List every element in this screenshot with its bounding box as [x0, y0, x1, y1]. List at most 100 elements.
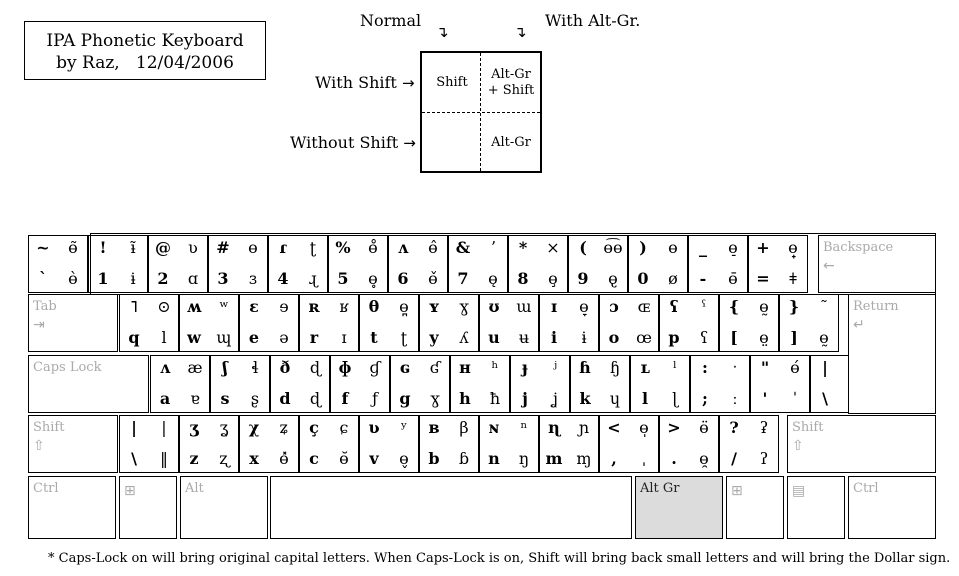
key[interactable]: }˜]ɵ̰	[779, 294, 839, 352]
key-glyph-bl: h	[459, 389, 471, 408]
key-glyph-bl: e	[248, 328, 260, 347]
backspace-label: Backspace	[823, 240, 894, 255]
alt-key[interactable]: Alt	[180, 476, 268, 539]
tab-label: Tab	[33, 299, 57, 314]
backspace-icon: ←	[823, 258, 835, 274]
shift-left-key[interactable]: Shift⇧	[28, 415, 118, 473]
key[interactable]: _ɵ̠-ɵ̄	[688, 235, 748, 293]
key[interactable]: "ɵ́'ˈ	[750, 355, 810, 413]
footnote: * Caps-Lock on will bring original capit…	[48, 551, 951, 566]
key-glyph-br: ʂ	[250, 389, 260, 408]
key-glyph-tr: ˁ	[701, 297, 707, 316]
ctrl-right-key[interactable]: Ctrl	[848, 476, 936, 539]
key-glyph-tl: ʌ	[397, 238, 409, 257]
key-glyph-tl: %	[335, 238, 351, 257]
key[interactable]: ~ɵ̃`ɵ̀	[28, 235, 88, 293]
menu-key[interactable]: ▤	[787, 476, 845, 539]
return-key[interactable]: Return↵	[848, 294, 936, 414]
key-glyph-tl: #	[216, 238, 230, 257]
key-glyph-tl: ɔ	[609, 297, 619, 316]
key-glyph-bl: p	[668, 328, 680, 347]
key-glyph-bl: l	[641, 389, 649, 408]
windows-left-key[interactable]: ⊞	[119, 476, 177, 539]
key-glyph-tl: @	[155, 238, 171, 257]
alt-gr-key[interactable]: Alt Gr	[635, 476, 723, 539]
shift-right-key[interactable]: Shift⇧	[787, 415, 936, 473]
key[interactable]: ?ʡ/ʔ	[719, 415, 779, 473]
key-glyph-tr: ˜	[820, 297, 828, 316]
legend-normal-label: Normal	[360, 11, 422, 30]
key-glyph-br: ɨ	[581, 328, 587, 347]
alt-gr-label: Alt Gr	[640, 481, 680, 496]
arrow-down-icon: ↴	[436, 23, 449, 41]
backspace-key[interactable]: Backspace ←	[818, 235, 936, 293]
ctrl-left-key[interactable]: Ctrl	[28, 476, 116, 539]
key-glyph-tl: ~	[36, 238, 50, 257]
key-glyph-tl: θ	[368, 297, 380, 316]
key-glyph-tl: ʍ	[186, 297, 202, 316]
tab-key[interactable]: Tab⇥	[28, 294, 118, 352]
key-glyph-tr: ɲ	[578, 418, 590, 437]
key-glyph-tr: ʁ	[339, 297, 349, 316]
key[interactable]: {ɵ̰[ɵ̤	[719, 294, 779, 352]
key-glyph-tl: ʒ	[189, 418, 199, 437]
space-key[interactable]	[270, 476, 632, 539]
key[interactable]: :ˑ;ː	[690, 355, 750, 413]
key-glyph-tr: ⊙	[157, 297, 171, 316]
key-glyph-tr: ʼ	[490, 238, 496, 257]
key-glyph-br: ɥ	[609, 389, 621, 408]
key-glyph-bl: w	[187, 328, 201, 347]
key-glyph-br: ʐ	[219, 449, 229, 468]
caps-lock-key[interactable]: Caps Lock	[28, 355, 149, 413]
key-glyph-tl: ʏ	[428, 297, 440, 316]
key[interactable]: <ɵ̩,ˌ	[599, 415, 659, 473]
key-glyph-tl: ʀ	[308, 297, 320, 316]
key[interactable]: +ɵ̟=ǂ	[748, 235, 808, 293]
alt-label: Alt	[185, 481, 204, 496]
key[interactable]: ||\‖	[119, 415, 179, 473]
key-glyph-bl: 6	[397, 269, 409, 288]
key-glyph-br: ɣ	[430, 389, 440, 408]
key-glyph-bl: '	[762, 389, 768, 408]
key-glyph-bl: 9	[577, 269, 589, 288]
windows-right-key[interactable]: ⊞	[726, 476, 784, 539]
key[interactable]: >ɵ̈.ɵ̯	[659, 415, 719, 473]
key-glyph-br: ɵ̥	[368, 269, 378, 288]
